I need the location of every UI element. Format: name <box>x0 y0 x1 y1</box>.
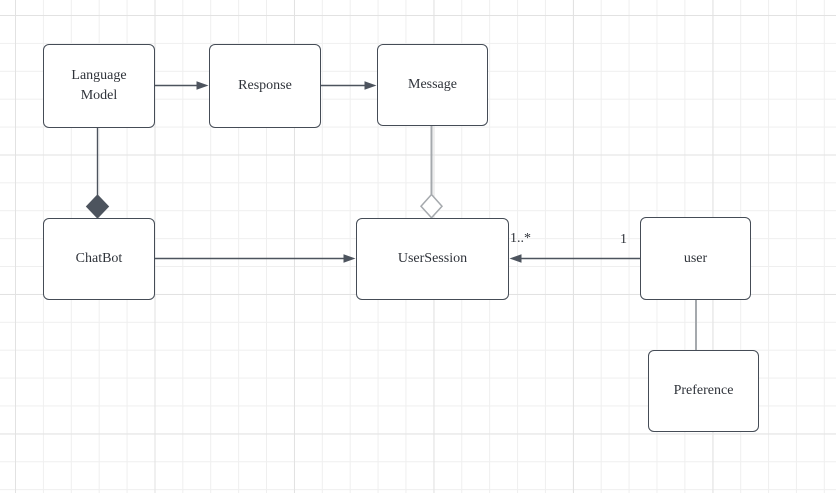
node-chatbot[interactable]: ChatBot <box>43 218 155 300</box>
edge-languagemodel-response[interactable] <box>155 81 209 90</box>
edge-chatbot-usersession[interactable] <box>155 254 356 263</box>
hollow-diamond-icon <box>419 193 444 219</box>
node-label: Language Model <box>71 68 127 103</box>
arrowhead-icon <box>196 81 209 90</box>
filled-diamond-icon <box>85 194 110 219</box>
node-label: Preference <box>673 383 734 399</box>
multiplicity-label-user-end[interactable]: 1 <box>620 232 627 247</box>
node-label: user <box>683 250 708 266</box>
arrowhead-icon <box>364 81 377 90</box>
node-label: UserSession <box>397 251 468 267</box>
edge-response-message[interactable] <box>321 81 377 90</box>
node-label: Message <box>408 77 457 93</box>
edge-languagemodel-chatbot-composition[interactable] <box>85 128 110 219</box>
node-message[interactable]: Message <box>377 44 488 126</box>
edge-message-usersession-aggregation[interactable] <box>419 126 444 219</box>
arrowhead-icon <box>509 254 522 263</box>
arrowhead-icon <box>343 254 356 263</box>
node-user[interactable]: user <box>640 217 751 300</box>
node-label: ChatBot <box>75 251 123 267</box>
node-response[interactable]: Response <box>209 44 321 128</box>
multiplicity-label-usersession-end[interactable]: 1..* <box>510 231 531 246</box>
edge-user-usersession[interactable] <box>509 254 641 263</box>
node-label: Response <box>238 78 292 94</box>
node-language-model[interactable]: Language Model <box>43 44 155 128</box>
node-preference[interactable]: Preference <box>648 350 759 432</box>
node-usersession[interactable]: UserSession <box>356 218 509 300</box>
